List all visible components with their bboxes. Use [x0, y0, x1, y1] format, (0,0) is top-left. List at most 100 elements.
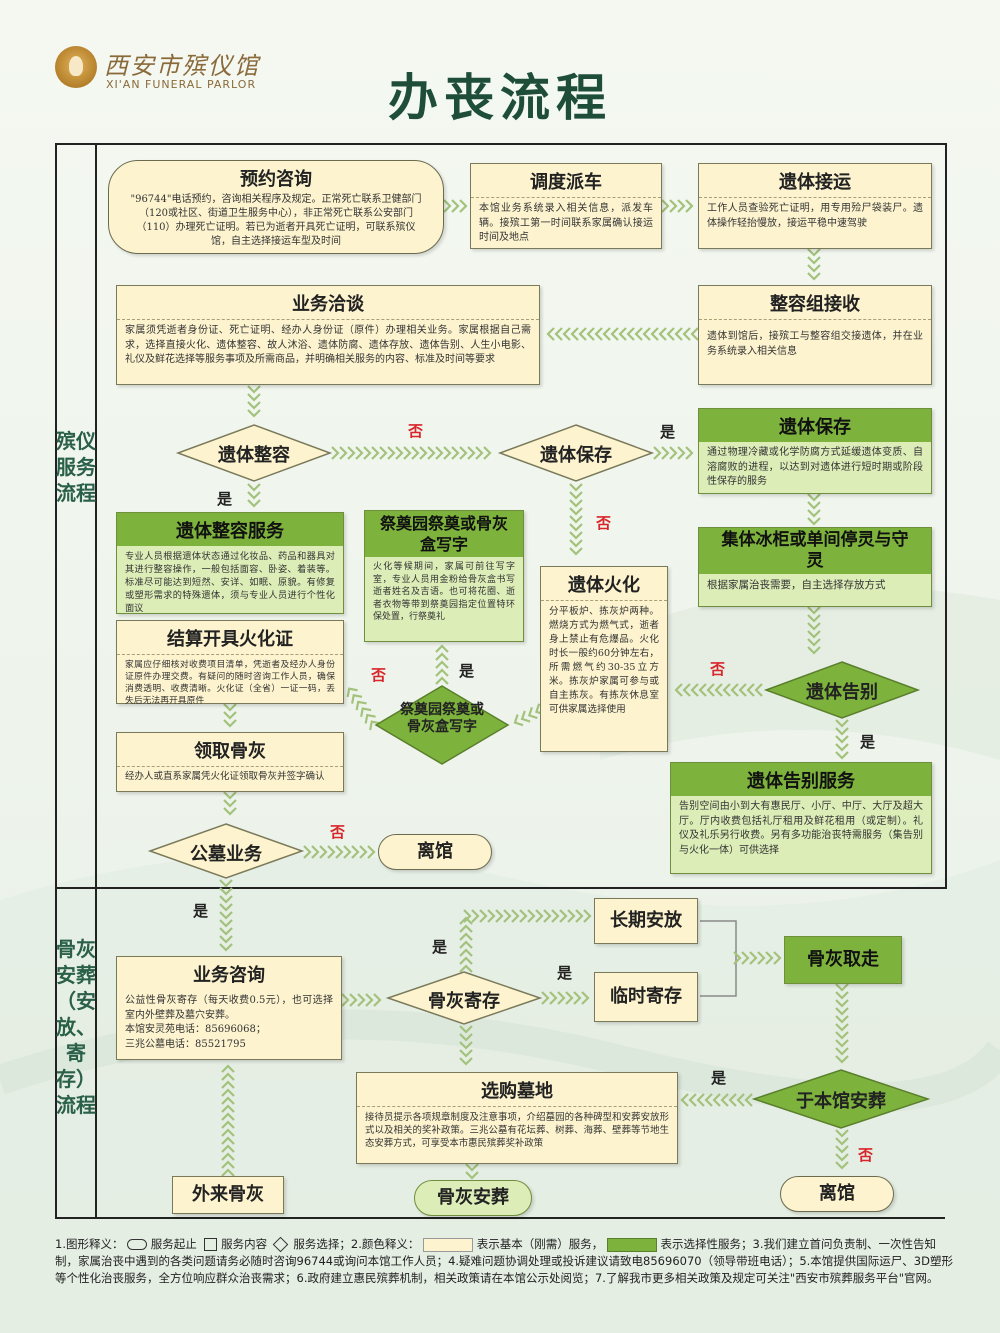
flow-arrow-17 [223, 791, 237, 816]
node-preservation-desc: 通过物理冷藏或化学防腐方式延缓遗体变质、自溶腐败的进程，以达到对遗体进行短时期或… [707, 447, 923, 487]
flow-arrow-32 [221, 1064, 235, 1177]
page-title: 办丧流程 [388, 68, 612, 127]
legend-start-icon [127, 1239, 148, 1250]
node-farewell-service-desc: 告别空间由小到大有惠民厅、小厅、中厅、大厅及超大厅。厅内收费包括礼厅租用及鲜花租… [679, 801, 923, 856]
node-reception[interactable]: 整容组接收 遗体到馆后，接殡工与整容组交接遗体，并在业务系统录入相关信息 [698, 285, 932, 385]
node-burial-title: 骨灰安葬 [437, 1187, 509, 1208]
node-booking-desc: "96744"电话预约，咨询相关程序及规定。正常死亡联系卫健部门（120或社区、… [130, 194, 422, 247]
node-makeup-service[interactable]: 遗体整容服务 专业人员根据遗体状态通过化妆品、药品和器具对其进行整容操作，一般包… [116, 512, 344, 614]
node-freezer-title: 集体冰柜或单间停灵与守灵 [699, 528, 931, 574]
diamond-memorial[interactable] [374, 684, 510, 766]
label-no-storage: 否 [596, 514, 612, 532]
flow-arrow-16 [223, 703, 237, 728]
node-temp-store-title: 临时寄存 [610, 986, 682, 1007]
flow-arrow-2 [807, 248, 821, 281]
node-booking[interactable]: 预约咨询 "96744"电话预约，咨询相关程序及规定。正常死亡联系卫健部门（12… [108, 160, 444, 254]
diamond-memorial-label: 祭奠园祭奠或骨灰盒写字 [400, 702, 484, 735]
label-yes-storage: 是 [660, 423, 676, 441]
node-pickup[interactable]: 遗体接运 工作人员查验死亡证明，用专用殓尸袋装尸。遗体操作轻抬慢放，接运平稳中速… [698, 163, 932, 249]
diamond-farewell-label: 遗体告别 [806, 682, 878, 703]
node-freezer[interactable]: 集体冰柜或单间停灵与守灵 根据家属治丧需要，自主选择存放方式 [698, 527, 932, 607]
node-consult-title: 业务咨询 [193, 965, 265, 986]
node-dispatch-title: 调度派车 [471, 164, 661, 198]
section-label-ashes: 骨灰安葬（安放、寄存）流程 [56, 937, 96, 1117]
node-choose-grave-desc: 接待员提示各项规章制度及注意事项，介绍墓园的各种碑型和安葬安放形式以及相关的奖补… [365, 1112, 669, 1149]
node-leave-1[interactable]: 离馆 [378, 834, 492, 870]
node-consult-line2: 本馆安灵苑电话：85696068； [125, 1024, 266, 1035]
node-negotiation-desc: 家属须凭逝者身份证、死亡证明、经办人身份证（原件）办理相关业务。家属根据自己需求… [125, 325, 531, 365]
node-memorial[interactable]: 祭奠园祭奠或骨灰盒写字 火化等候期间，家属可前往写字室，专业人员用金粉给骨灰盒书… [364, 510, 524, 642]
node-makeup-service-title: 遗体整容服务 [117, 513, 343, 546]
flow-arrow-5 [331, 446, 492, 460]
legend-content-icon [204, 1238, 218, 1251]
node-cremation-title: 遗体火化 [541, 567, 667, 601]
node-consult[interactable]: 业务咨询 公益性骨灰寄存（每天收费0.5元），也可选择室内外壁葬及墓穴安葬。 本… [116, 956, 342, 1060]
flow-arrow-6 [653, 446, 694, 460]
label-yes-cemetery: 是 [193, 902, 209, 920]
flow-arrow-8 [807, 606, 821, 655]
footer-part-1: 1.图形释义： [55, 1237, 124, 1251]
section-divider [95, 143, 97, 1217]
flow-arrow-10 [247, 483, 261, 508]
legend-choice-icon [272, 1236, 289, 1253]
funeral-section-frame [55, 143, 947, 889]
flow-arrow-7 [807, 493, 821, 526]
node-freezer-desc: 根据家属治丧需要，自主选择存放方式 [707, 579, 886, 591]
node-farewell-service[interactable]: 遗体告别服务 告别空间由小到大有惠民厅、小厅、中厅、大厅及超大厅。厅内收费包括礼… [670, 762, 932, 874]
ashes-section-frame [55, 887, 945, 1219]
flow-arrow-4 [247, 385, 261, 418]
node-negotiation-title: 业务洽谈 [117, 286, 539, 320]
node-temp-store[interactable]: 临时寄存 [594, 972, 698, 1022]
flow-arrow-1 [661, 199, 694, 213]
label-no-cemetery: 否 [330, 823, 346, 841]
diamond-storage[interactable] [497, 423, 655, 483]
flow-arrow-9 [569, 483, 583, 556]
node-long-term[interactable]: 长期安放 [594, 898, 698, 944]
diamond-makeup[interactable] [175, 423, 333, 483]
section-label-funeral: 殡仪服务流程 [56, 429, 96, 505]
diamond-cemetery-label: 公墓业务 [190, 844, 262, 865]
node-cremation[interactable]: 遗体火化 分平板炉、拣灰炉两种。燃烧方式为燃气式，逝者身上禁止有危爆品。火化时长… [540, 566, 668, 752]
diamond-bury-here[interactable] [751, 1068, 931, 1130]
node-retrieve-title: 骨灰取走 [785, 937, 901, 982]
node-collect[interactable]: 领取骨灰 经办人或直系家属凭火化证领取骨灰并签字确认 [116, 732, 344, 792]
flow-arrow-22 [541, 991, 590, 1005]
node-outside-ashes[interactable]: 外来骨灰 [172, 1176, 284, 1214]
node-reception-desc: 遗体到馆后，接殡工与整容组交接遗体，并在业务系统录入相关信息 [707, 331, 923, 357]
node-settlement-title: 结算开具火化证 [117, 621, 343, 655]
footer-legend: 1.图形释义： 服务起止 服务内容 服务选择；2.颜色释义： 表示基本（刚需）服… [55, 1236, 955, 1287]
node-consult-line1: 公益性骨灰寄存（每天收费0.5元），也可选择室内外壁葬及墓穴安葬。 [125, 995, 333, 1021]
flow-arrow-28 [835, 983, 849, 1064]
node-settlement[interactable]: 结算开具火化证 家属应仔细核对收费项目清单，凭逝者及经办人身份证原件办理交费。有… [116, 620, 344, 706]
diamond-farewell[interactable] [763, 660, 921, 720]
flow-arrow-18 [303, 845, 376, 859]
footer-content: 服务内容 [221, 1237, 268, 1251]
flow-arrow-20 [219, 879, 233, 952]
node-burial[interactable]: 骨灰安葬 [414, 1180, 532, 1216]
diamond-deposit[interactable] [385, 970, 543, 1026]
node-collect-desc: 经办人或直系家属凭火化证领取骨灰并签字确认 [125, 771, 325, 782]
node-leave-2[interactable]: 离馆 [780, 1176, 894, 1212]
label-no-memorial: 否 [371, 666, 387, 684]
label-yes-makeup: 是 [217, 490, 233, 508]
node-dispatch[interactable]: 调度派车 本馆业务系统录入相关信息，派发车辆。接殡工第一时间联系家属确认接运时间… [470, 163, 662, 249]
node-farewell-service-title: 遗体告别服务 [671, 763, 931, 796]
footer-start: 服务起止 [150, 1237, 197, 1251]
node-retrieve[interactable]: 骨灰取走 [784, 936, 902, 984]
diamond-deposit-label: 骨灰寄存 [428, 991, 500, 1012]
diamond-cemetery[interactable] [147, 822, 305, 880]
label-yes-farewell: 是 [860, 733, 876, 751]
node-negotiation[interactable]: 业务洽谈 家属须凭逝者身份证、死亡证明、经办人身份证（原件）办理相关业务。家属根… [116, 285, 540, 385]
node-booking-title: 预约咨询 [240, 169, 312, 190]
flow-arrow-24 [463, 909, 592, 923]
node-choose-grave[interactable]: 选购墓地 接待员提示各项规章制度及注意事项，介绍墓园的各种碑型和安葬安放形式以及… [356, 1072, 678, 1164]
node-leave-1-title: 离馆 [417, 841, 453, 862]
node-preservation[interactable]: 遗体保存 通过物理冷藏或化学防腐方式延缓遗体变质、自溶腐败的进程，以达到对遗体进… [698, 408, 932, 494]
node-long-term-title: 长期安放 [610, 910, 682, 931]
node-pickup-title: 遗体接运 [699, 164, 931, 198]
label-yes-deposit-long: 是 [432, 938, 448, 956]
flow-arrow-29 [680, 1093, 753, 1107]
label-yes-deposit-temp: 是 [557, 964, 573, 982]
flow-arrow-12 [674, 683, 763, 697]
